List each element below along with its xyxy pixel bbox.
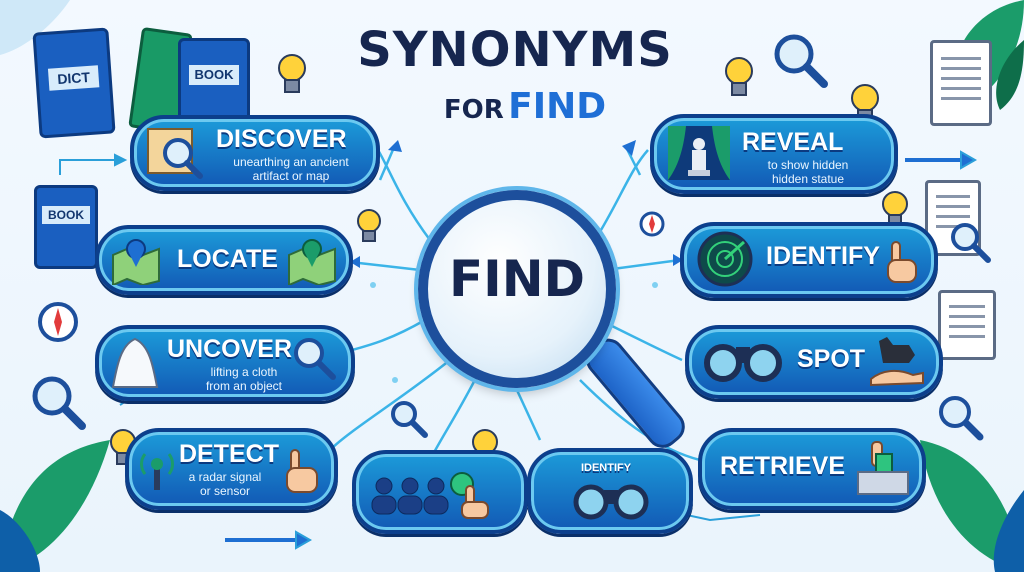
compass-icon [38, 302, 78, 342]
detect-label: DETECT [179, 440, 279, 468]
book-label-2: BOOK [42, 206, 90, 224]
detect-desc-2: or sensor [199, 484, 251, 498]
discover-label: DISCOVER [216, 125, 347, 153]
card-spot: SPOT [685, 325, 943, 399]
center-find-label: FIND [448, 250, 586, 308]
card-uncover: UNCOVER lifting a cloth from an object [95, 325, 355, 401]
magnifier-icon-right [939, 396, 984, 441]
pointing-hand-icon-right [887, 241, 917, 283]
pointing-hand-icon [286, 449, 318, 493]
reveal-label: REVEAL [742, 128, 844, 156]
uncover-desc-1: lifting a cloth [210, 365, 278, 379]
subtitle-find: FIND [508, 86, 607, 127]
dictionary-book-icon: DICT [32, 27, 116, 139]
leaf-decoration-top-left [0, 0, 70, 55]
card-retrieve: RETRIEVE [698, 428, 926, 510]
scroll-document-icon [930, 40, 992, 126]
lightbulb-icon-5 [882, 191, 908, 227]
retrieve-box-icon [857, 441, 909, 495]
statue-curtain-icon [668, 126, 730, 180]
page-title: SYNONYMS [357, 22, 673, 78]
dict-label: DICT [47, 65, 100, 91]
hand-animal-icon [870, 337, 924, 387]
discover-desc-1: unearthing an ancient [233, 155, 349, 169]
identify-label: IDENTIFY [766, 242, 880, 270]
retrieve-label: RETRIEVE [720, 452, 846, 480]
cloth-icon [111, 337, 159, 388]
magnifier-icon-left [32, 376, 86, 430]
uncover-label: UNCOVER [167, 335, 293, 363]
subtitle-for: FOR [443, 95, 504, 125]
lightbulb-icon-2 [725, 57, 753, 96]
treasure-map-icon [147, 128, 203, 179]
card-reveal: REVEAL to show hidden hidden statue [650, 114, 898, 194]
compass-icon-2 [639, 211, 665, 237]
central-magnifier-icon [418, 190, 616, 388]
card-identify-small: IDENTIFY [527, 448, 693, 534]
lightbulb-icon-4 [357, 209, 381, 242]
radar-icon [697, 231, 753, 287]
lightbulb-icon [278, 54, 306, 93]
locate-label: LOCATE [177, 245, 278, 273]
magnifier-icon-top-right [774, 34, 828, 88]
binoculars-icon-small [573, 484, 649, 520]
uncover-desc-2: from an object [205, 379, 283, 393]
card-locate: LOCATE [95, 225, 353, 295]
book-label: BOOK [189, 65, 239, 85]
book-icon-left: BOOK [34, 185, 98, 269]
leaf-decoration-bottom-right [920, 440, 1024, 572]
map-pin-icon-right [288, 239, 336, 285]
spot-label: SPOT [797, 345, 866, 373]
map-pin-icon [112, 239, 160, 285]
scroll-document-icon-3 [938, 290, 996, 360]
radar-signal-icon [140, 453, 174, 490]
reveal-desc-1: to show hidden [767, 158, 849, 172]
card-people-group [352, 450, 528, 534]
card-discover: DISCOVER unearthing an ancient artifact … [130, 115, 380, 191]
magnifier-icon-bottom [391, 401, 428, 438]
identify-small-label: IDENTIFY [580, 462, 632, 474]
leaf-decoration-bottom-left [0, 440, 110, 572]
magnifier-icon-scroll [951, 223, 991, 263]
detect-desc-1: a radar signal [188, 470, 262, 484]
reveal-desc-2: hidden statue [771, 172, 845, 186]
card-identify: IDENTIFY [680, 222, 938, 298]
page-subtitle: FOR FIND [400, 86, 650, 127]
people-group-icon [371, 472, 489, 519]
magnifier-icon-uncover [294, 338, 336, 380]
discover-desc-2: artifact or map [252, 169, 330, 183]
binoculars-icon [704, 344, 782, 382]
card-detect: DETECT a radar signal or sensor [125, 428, 338, 510]
